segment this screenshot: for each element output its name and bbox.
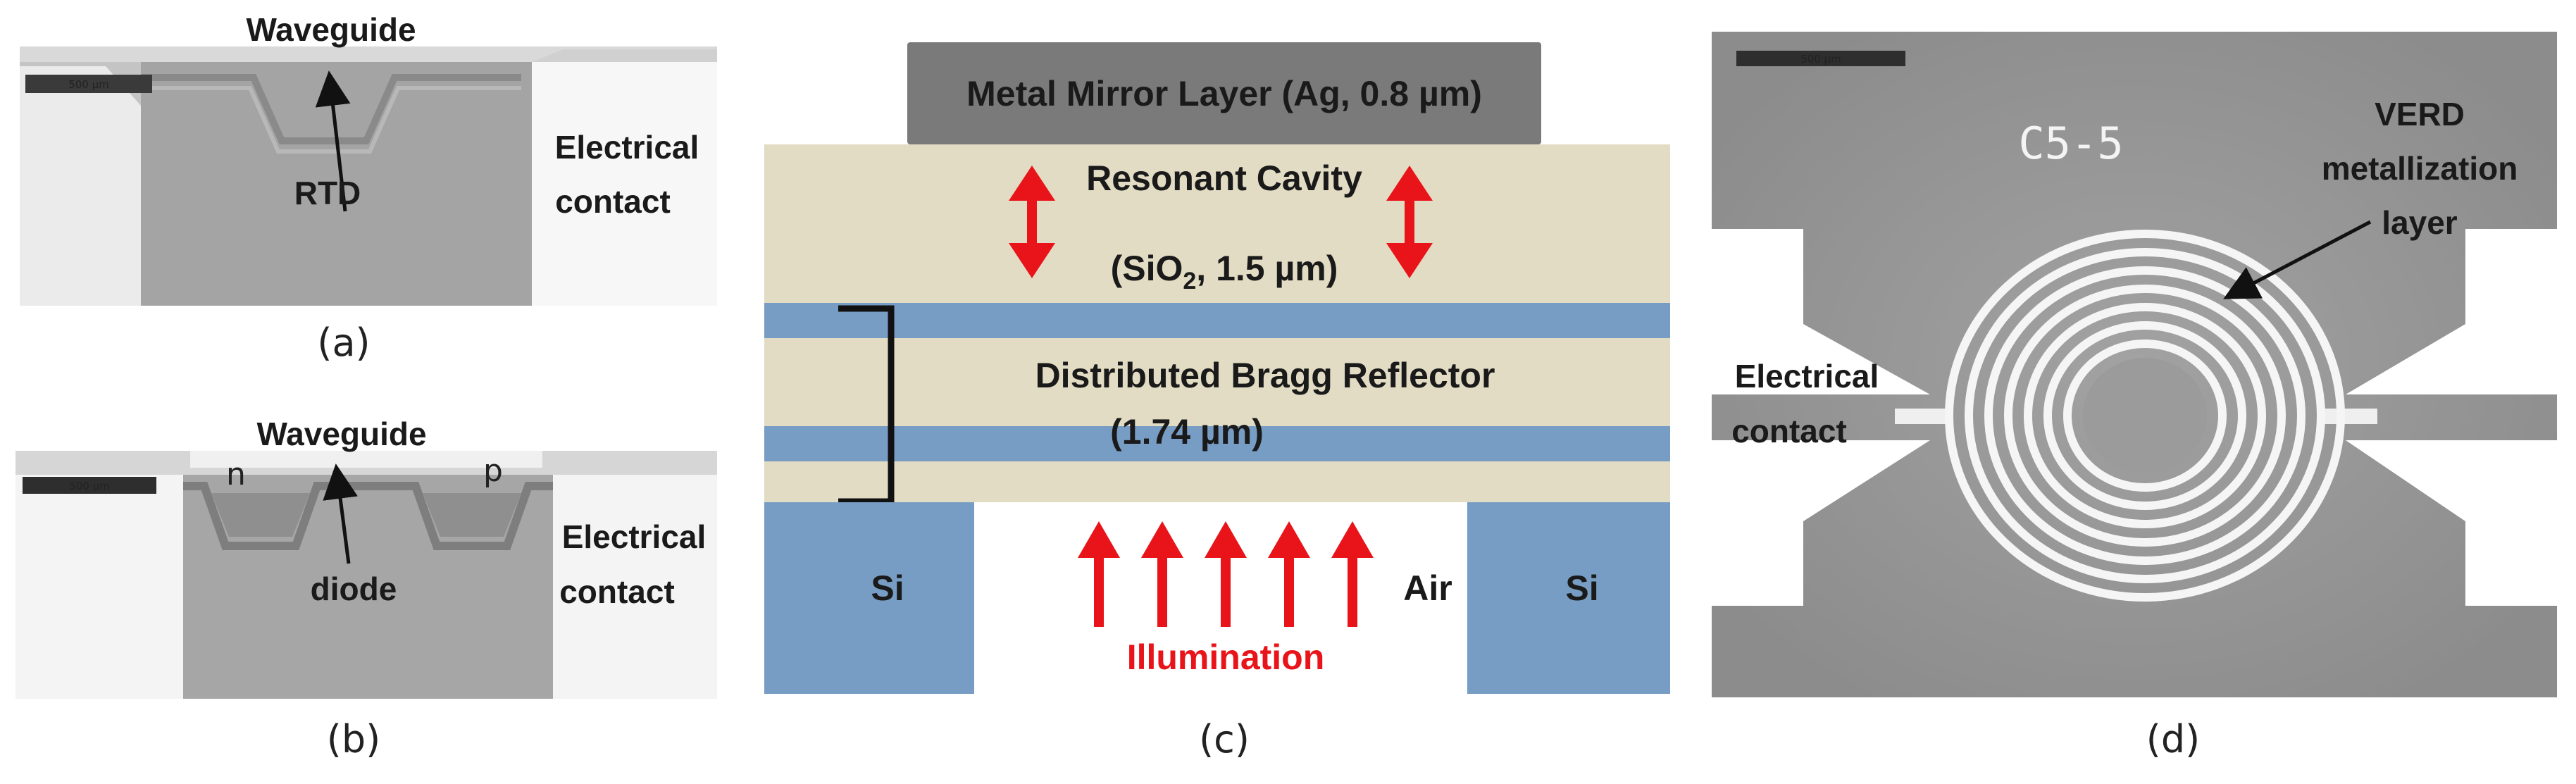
waveguide-label-b: Waveguide xyxy=(256,416,426,452)
verd-label-line2: metallization xyxy=(2322,150,2518,187)
illumination-arrow-1 xyxy=(1078,521,1120,627)
waveguide-pointer-a xyxy=(315,70,351,212)
caption-a: (a) xyxy=(317,321,370,365)
sem-image-d: 500 µm C5-5 xyxy=(1712,32,2557,697)
panel-a: 500 µm Waveguide RTD Electrical contact … xyxy=(20,11,717,365)
diode-label: diode xyxy=(311,571,397,607)
scale-bar-label-d: 500 µm xyxy=(1800,53,1841,66)
illumination-arrow-5 xyxy=(1331,521,1374,627)
contact-label-b-line2: contact xyxy=(559,573,675,610)
spiral-coil xyxy=(1945,230,2345,602)
panel-d: 500 µm C5-5 VERD metallization layer Ele… xyxy=(1712,32,2557,761)
verd-label-line3: layer xyxy=(2382,204,2458,241)
si-pillar-left xyxy=(764,502,974,694)
contact-label-d-line1: Electrical xyxy=(1735,358,1879,394)
dbr-bracket xyxy=(838,305,895,505)
si-pillar-right xyxy=(1467,502,1670,694)
dbr-label-line1: Distributed Bragg Reflector xyxy=(1035,356,1495,395)
waveguide-label-a: Waveguide xyxy=(246,11,416,48)
si-label-left: Si xyxy=(871,568,904,608)
verd-label-line1: VERD xyxy=(2375,96,2465,132)
rtd-label: RTD xyxy=(294,175,361,211)
dbr-label-line2: (1.74 µm) xyxy=(1110,412,1264,452)
caption-b: (b) xyxy=(327,717,380,761)
diode-pointer xyxy=(323,463,358,564)
metal-mirror-layer xyxy=(907,42,1541,144)
air-label: Air xyxy=(1403,568,1452,608)
illumination-label: Illumination xyxy=(1127,637,1325,677)
caption-d: (d) xyxy=(2146,717,2200,761)
dbr-layer-3 xyxy=(764,426,1670,461)
scale-bar-label-a: 500 µm xyxy=(68,78,109,91)
verd-pointer xyxy=(2223,220,2372,299)
sem-image-a: 500 µm xyxy=(20,46,717,306)
sem-image-b: 500 µm xyxy=(15,451,717,699)
si-label-right: Si xyxy=(1565,568,1598,608)
caption-c: (c) xyxy=(1199,717,1250,761)
illumination-arrow-4 xyxy=(1268,521,1310,627)
chip-id-label: C5-5 xyxy=(2018,118,2123,169)
dbr-layer-1 xyxy=(764,303,1670,338)
dbr-layer-4 xyxy=(764,461,1670,502)
n-label: n xyxy=(226,456,246,492)
scale-bar-label-b: 500 µm xyxy=(69,480,110,492)
illumination-arrow-2 xyxy=(1141,521,1183,627)
panel-c: Metal Mirror Layer (Ag, 0.8 µm) Resonant… xyxy=(764,42,1670,761)
illumination-arrow-3 xyxy=(1205,521,1247,627)
cavity-label-line2: (SiO2, 1.5 µm) xyxy=(1111,249,1338,294)
contact-label-a-line2: contact xyxy=(555,183,671,220)
dbr-layer-2 xyxy=(764,338,1670,426)
illumination-arrows xyxy=(1078,521,1374,627)
p-label: p xyxy=(483,453,503,489)
cavity-double-arrow-right xyxy=(1386,166,1433,278)
contact-label-b-line1: Electrical xyxy=(562,518,707,555)
contact-label-d-line2: contact xyxy=(1731,413,1847,449)
cavity-double-arrow-left xyxy=(1009,166,1055,278)
contact-label-a-line1: Electrical xyxy=(555,129,699,166)
panel-b: 500 µm Waveguide n p diode Electrical co… xyxy=(15,416,717,761)
resonant-cavity-layer xyxy=(764,144,1670,303)
mirror-label: Metal Mirror Layer (Ag, 0.8 µm) xyxy=(966,74,1482,113)
cavity-label-line1: Resonant Cavity xyxy=(1086,158,1362,198)
